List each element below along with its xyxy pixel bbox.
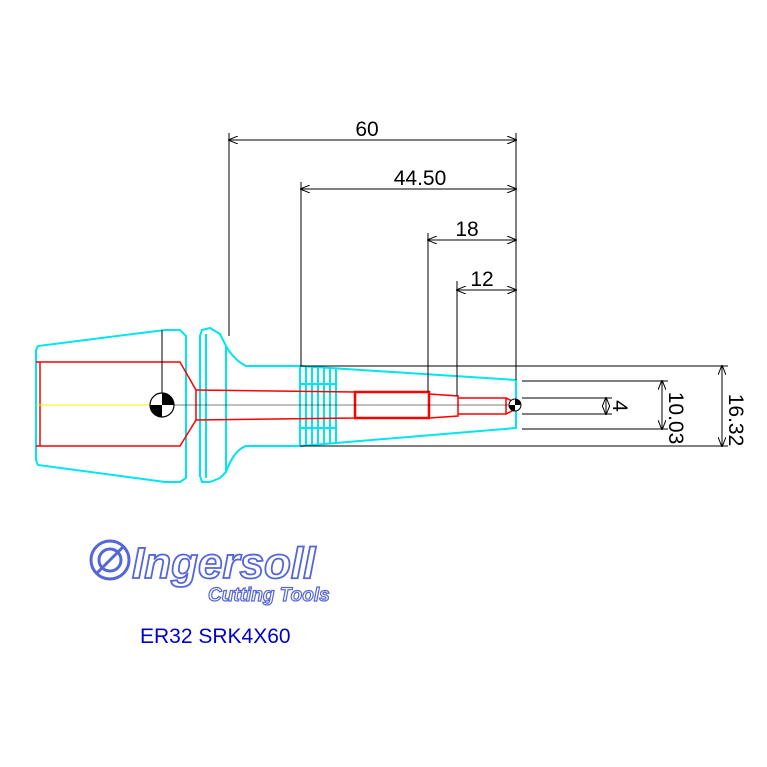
dim-label-12: 12 bbox=[470, 268, 493, 291]
part-number-label: ER32 SRK4X60 bbox=[140, 625, 291, 648]
logo-tagline: Cutting Tools bbox=[208, 585, 330, 606]
dim-label-18: 18 bbox=[455, 218, 478, 241]
dim-label-10-03: 10.03 bbox=[664, 392, 687, 445]
horizontal-dimensions bbox=[229, 133, 516, 396]
dim-label-4: 4 bbox=[608, 400, 631, 412]
tip-point-icon bbox=[508, 398, 522, 412]
vertical-dimensions bbox=[300, 366, 728, 446]
logo-name: Ingersoll bbox=[132, 539, 316, 588]
logo-circle-icon bbox=[89, 539, 131, 581]
dim-label-60: 60 bbox=[355, 118, 378, 141]
center-of-gravity-icon bbox=[149, 330, 175, 418]
holder-outline bbox=[35, 326, 517, 483]
dim-label-44-50: 44.50 bbox=[394, 167, 447, 190]
dim-label-16-32: 16.32 bbox=[724, 394, 747, 447]
ingersoll-logo: Ingersoll Cutting Tools bbox=[89, 538, 330, 607]
